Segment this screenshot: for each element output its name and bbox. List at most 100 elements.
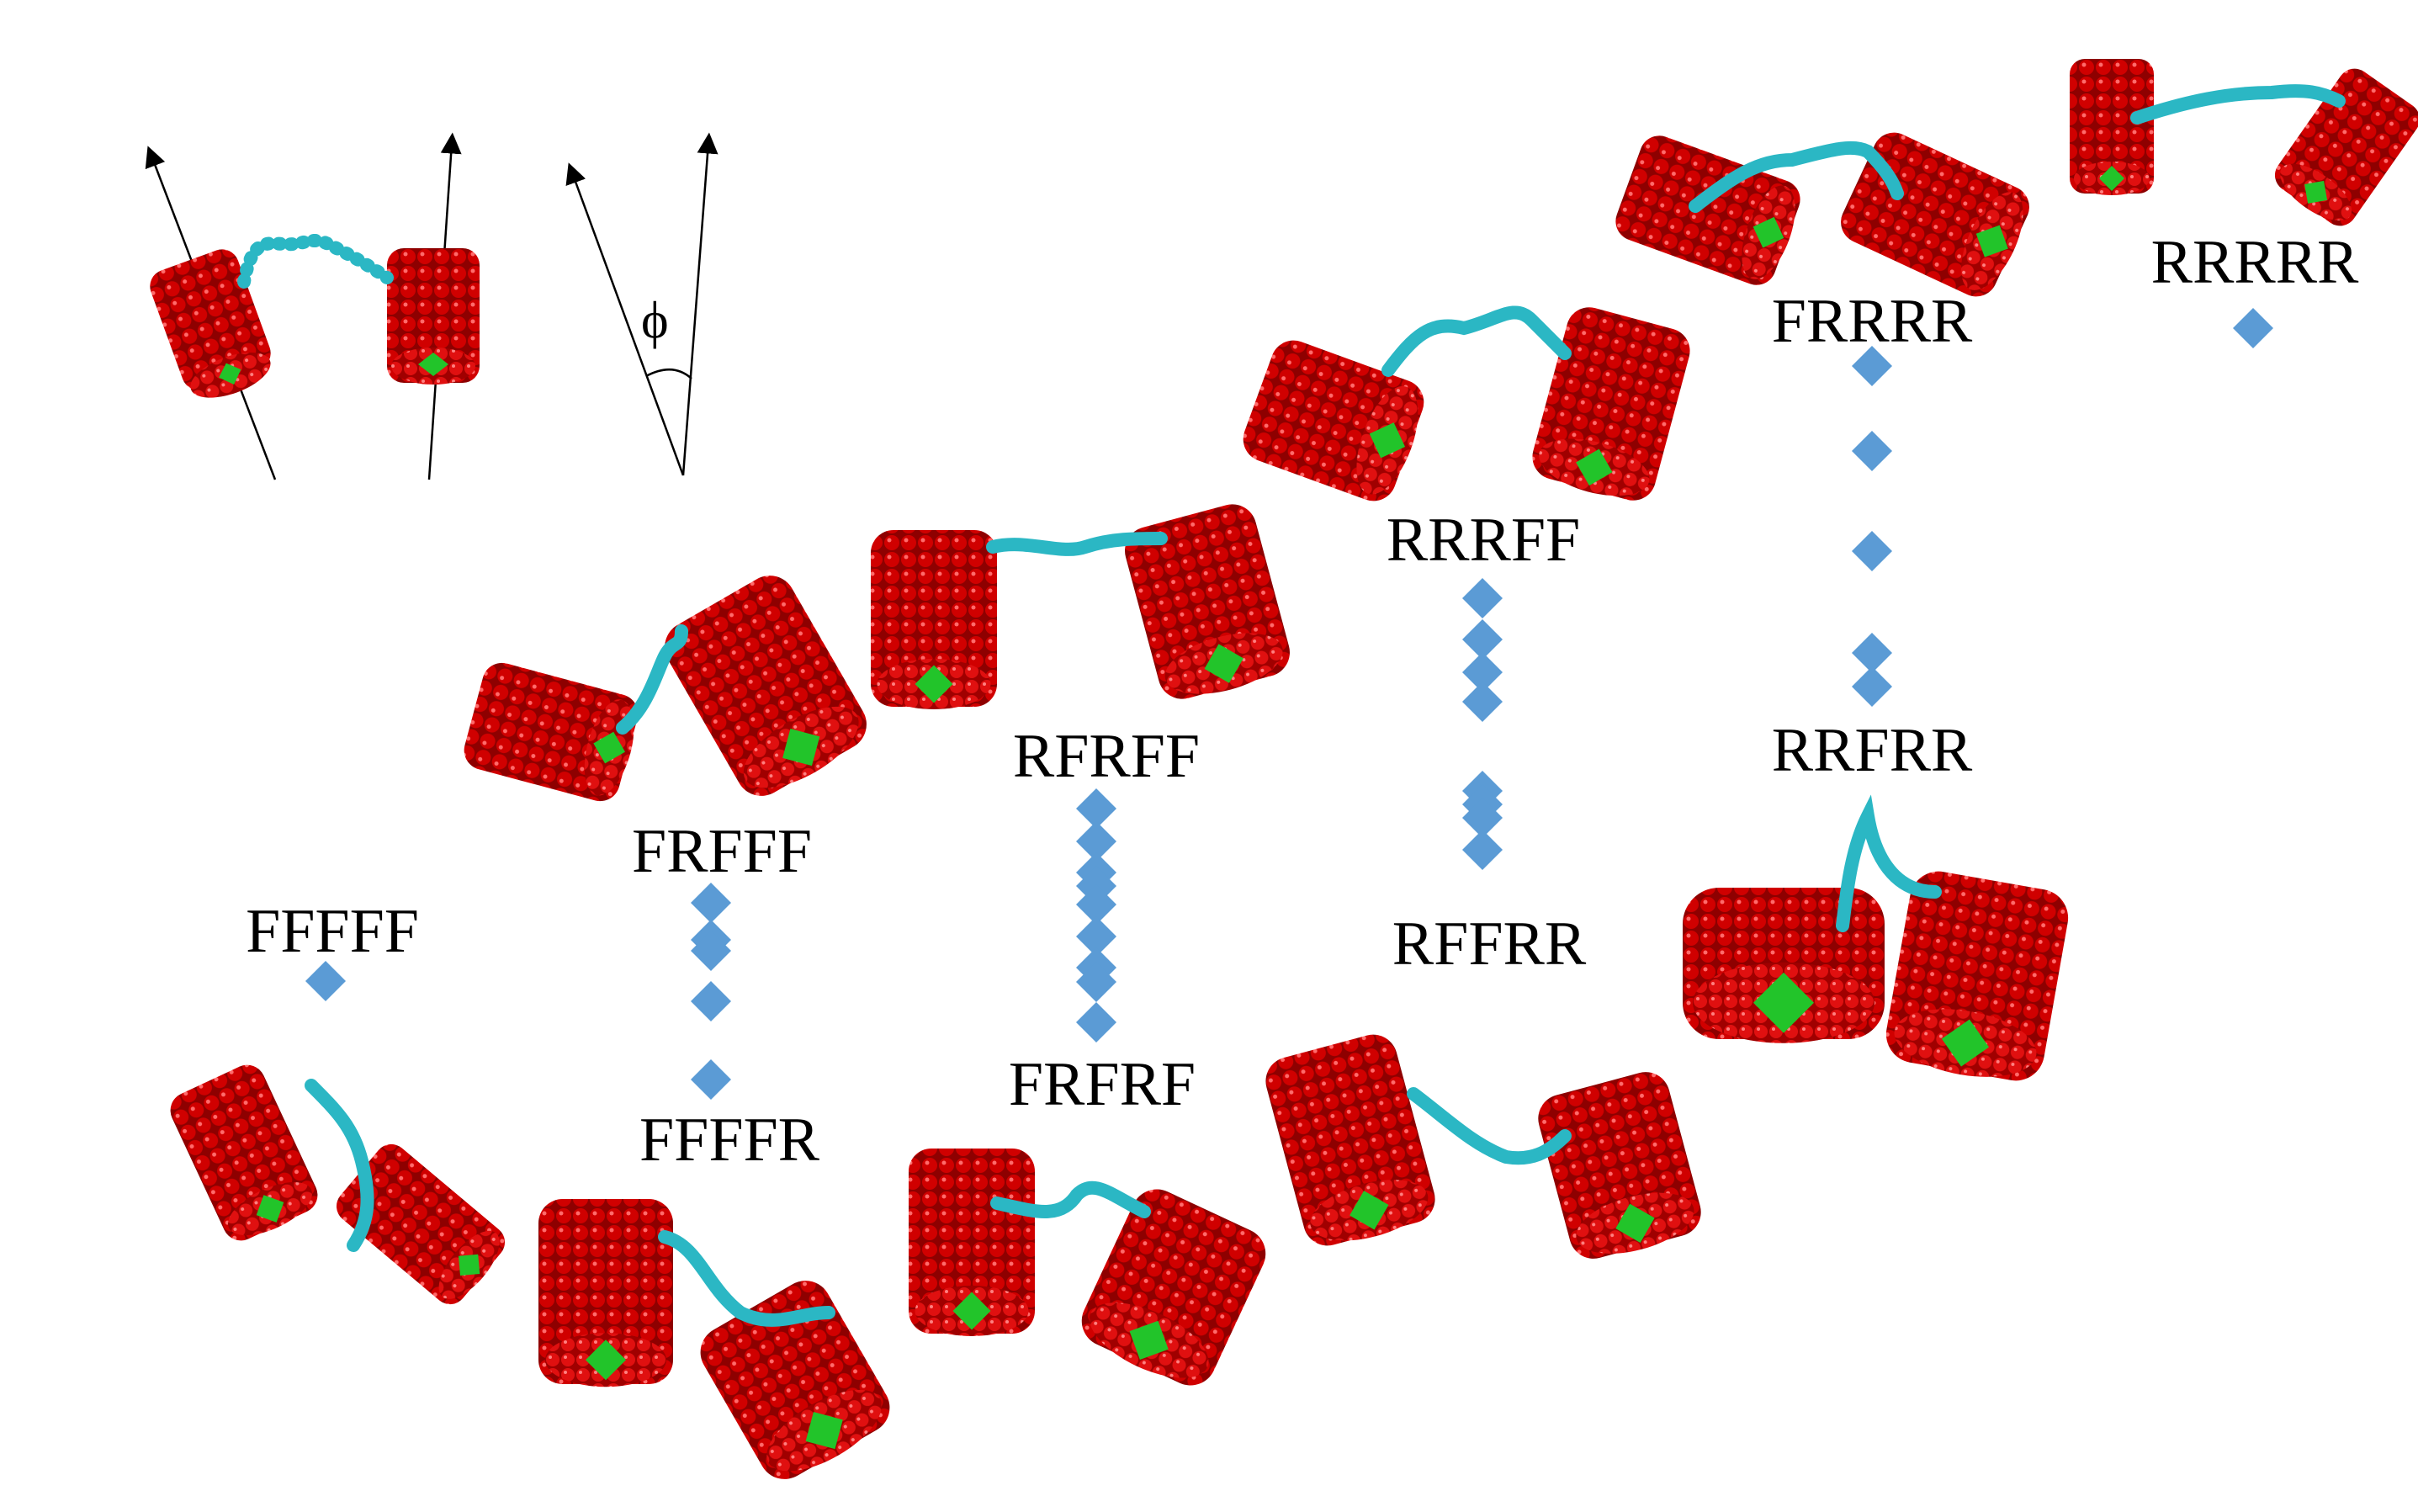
molecule-rrrff <box>1243 305 1690 501</box>
nanorod <box>665 576 867 796</box>
marker-diamond <box>2233 308 2273 348</box>
angle-symbol-phi: ϕ <box>641 292 669 349</box>
angle-arc <box>645 369 692 379</box>
marker-diamond <box>305 961 346 1001</box>
molecule-rrfrr <box>1683 794 2069 1081</box>
linker-chain <box>658 1230 835 1327</box>
end-cap-patch <box>1204 644 1243 683</box>
linker-chain <box>1381 305 1572 377</box>
marker-diamond <box>1076 788 1116 829</box>
state-label-rfrff: RFRFF <box>1012 722 1201 791</box>
marker-diamond <box>691 1059 731 1100</box>
marker-diamond <box>1076 821 1116 862</box>
marker-diamond <box>1462 619 1503 660</box>
nanorod <box>1265 1034 1435 1246</box>
end-cap-patch <box>1350 1191 1389 1230</box>
nanorod <box>871 530 997 709</box>
molecule-rffrr <box>1265 1034 1701 1259</box>
state-label-ffffr: FFFFR <box>639 1106 819 1175</box>
state-label-rffrr: RFFRR <box>1392 910 1587 979</box>
end-cap-patch <box>2099 166 2124 191</box>
nanorod <box>1532 307 1690 501</box>
nanorod <box>1885 871 2069 1081</box>
linker-chain <box>2130 84 2346 125</box>
marker-diamond <box>691 981 731 1021</box>
schematic-pair <box>145 132 480 480</box>
linker-chain <box>616 624 688 735</box>
molecule-frfrf <box>909 1149 1266 1386</box>
state-label-rrrff: RRRFF <box>1386 506 1581 575</box>
marker-diamond <box>1076 916 1116 957</box>
nanorod <box>700 1281 890 1479</box>
state-label-rrrrr: RRRRR <box>2150 228 2359 297</box>
nanorod <box>1683 888 1885 1043</box>
nanorod <box>170 1064 318 1241</box>
molecule-rrrrr <box>2070 59 2418 226</box>
nanorod <box>909 1149 1035 1336</box>
nanorod <box>1243 340 1424 501</box>
state-label-frfff: FRFFF <box>632 817 812 886</box>
marker-diamond <box>1076 884 1116 925</box>
marker-diamond <box>1852 633 1892 673</box>
molecule-rfrff <box>871 504 1290 709</box>
end-cap-patch <box>1941 1019 1990 1067</box>
molecule-ffffr <box>538 1199 890 1479</box>
end-cap-patch <box>952 1292 991 1330</box>
linker-chain <box>986 532 1168 556</box>
end-cap-patch <box>593 731 625 764</box>
molecule-frfff <box>464 576 867 802</box>
end-cap-patch <box>458 1254 480 1276</box>
marker-diamond <box>1852 431 1892 471</box>
end-cap-patch <box>1753 216 1784 248</box>
end-cap-patch <box>256 1195 284 1223</box>
end-cap-patch <box>2304 180 2328 204</box>
nanorod <box>538 1199 673 1387</box>
marker-diamond <box>1462 652 1503 692</box>
end-cap-patch <box>805 1412 843 1450</box>
marker-diamond <box>1852 666 1892 707</box>
molecule-fffff <box>170 1064 506 1305</box>
marker-diamond <box>1462 682 1503 722</box>
nanorod <box>1081 1189 1266 1386</box>
end-cap-patch <box>1615 1203 1655 1243</box>
end-cap-patch <box>782 729 820 767</box>
linker-chain <box>1836 794 1942 932</box>
nanorod <box>2274 68 2418 226</box>
linker-chain <box>990 1180 1151 1218</box>
nanorod <box>1125 504 1290 699</box>
marker-diamond <box>1852 531 1892 571</box>
linker-chain <box>305 1079 374 1252</box>
end-cap-patch <box>1369 422 1406 459</box>
nanorod-left <box>150 249 271 398</box>
molecule-renderings <box>170 59 2418 1479</box>
state-label-frrrr: FRRRR <box>1771 287 1973 356</box>
nanorod-right <box>387 248 480 385</box>
marker-diamond <box>1076 962 1116 1002</box>
end-cap-patch <box>1576 448 1613 486</box>
nanorod <box>464 662 639 802</box>
marker-diamond <box>691 883 731 923</box>
molecule-frrrr <box>1615 132 2029 297</box>
nanorod <box>2070 59 2154 195</box>
angle-arrow-left <box>565 162 685 476</box>
angle-definition <box>565 132 719 476</box>
marker-diamond <box>691 931 731 971</box>
end-cap-patch <box>1753 972 1814 1033</box>
nanorod <box>336 1143 506 1305</box>
end-cap-patch <box>915 665 953 703</box>
marker-diamond <box>1462 798 1503 838</box>
marker-diamond <box>1462 578 1503 618</box>
marker-diamond <box>1076 1002 1116 1042</box>
linker-chain <box>1689 141 1904 213</box>
state-label-rrfrr: RRFRR <box>1771 716 1973 785</box>
angle-arrow-right <box>681 132 719 476</box>
end-cap-patch <box>586 1340 626 1381</box>
state-label-fffff: FFFFF <box>246 897 419 966</box>
end-cap-patch <box>1975 225 2008 257</box>
linker-chain <box>1407 1087 1572 1165</box>
marker-columns <box>305 308 2273 1100</box>
nanorod <box>1538 1072 1701 1259</box>
marker-diamond <box>1462 830 1503 870</box>
marker-diamond <box>1852 346 1892 386</box>
